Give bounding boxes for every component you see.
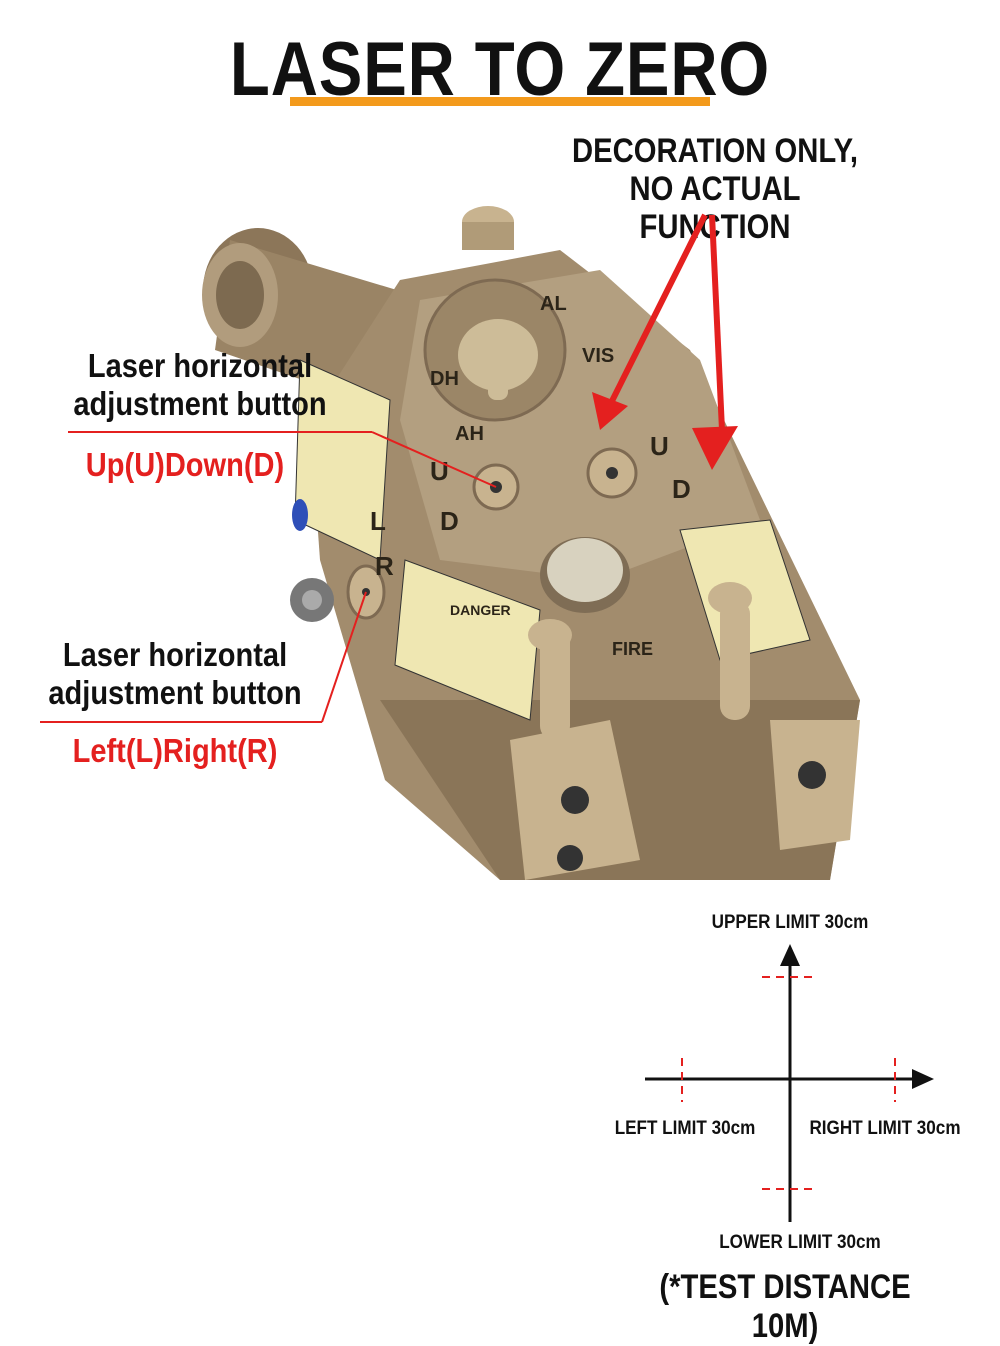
vertical-direction-label: Up(U)Down(D) bbox=[85, 446, 285, 483]
limit-diagram bbox=[645, 944, 934, 1222]
vertical-adjust-line-2: adjustment button bbox=[73, 385, 327, 422]
marking-left: L bbox=[370, 506, 386, 536]
lens-cap-right bbox=[708, 582, 860, 850]
horizontal-adjust-label: Laser horizontal adjustment button bbox=[39, 636, 312, 712]
decoration-arrows bbox=[592, 213, 738, 470]
lower-limit-label: LOWER LIMIT 30cm bbox=[719, 1232, 881, 1253]
marking-up-right: U bbox=[650, 431, 669, 461]
lens-cap-left bbox=[510, 619, 640, 880]
marking-al: AL bbox=[540, 293, 567, 315]
right-limit-label: RIGHT LIMIT 30cm bbox=[809, 1118, 961, 1139]
marking-fire: FIRE bbox=[612, 639, 653, 659]
marking-up: U bbox=[430, 456, 449, 486]
test-distance-label: (*TEST DISTANCE 10M) bbox=[659, 1268, 911, 1345]
title-underline bbox=[290, 97, 710, 106]
marking-vis: VIS bbox=[582, 345, 614, 367]
vertical-adjust-label: Laser horizontal adjustment button bbox=[59, 347, 341, 423]
marking-down-right: D bbox=[672, 474, 691, 504]
marking-right: R bbox=[375, 551, 394, 581]
upper-limit-label: UPPER LIMIT 30cm bbox=[711, 912, 869, 933]
horizontal-direction-label: Left(L)Right(R) bbox=[72, 732, 278, 769]
marking-ah: AH bbox=[455, 423, 484, 445]
horizontal-adjust-line-2: adjustment button bbox=[48, 674, 302, 711]
marking-down: D bbox=[440, 506, 459, 536]
decoration-line-1: DECORATION ONLY, bbox=[572, 132, 858, 170]
marking-dh: DH bbox=[430, 368, 459, 390]
horizontal-adjust-line-1: Laser horizontal bbox=[62, 636, 288, 673]
flashlight-head bbox=[202, 228, 430, 420]
left-limit-label: LEFT LIMIT 30cm bbox=[614, 1118, 756, 1139]
vertical-adjust-line-1: Laser horizontal bbox=[87, 347, 313, 384]
marking-danger: DANGER bbox=[450, 602, 511, 618]
laser-device-body bbox=[290, 206, 860, 880]
callout-lines bbox=[40, 431, 497, 723]
